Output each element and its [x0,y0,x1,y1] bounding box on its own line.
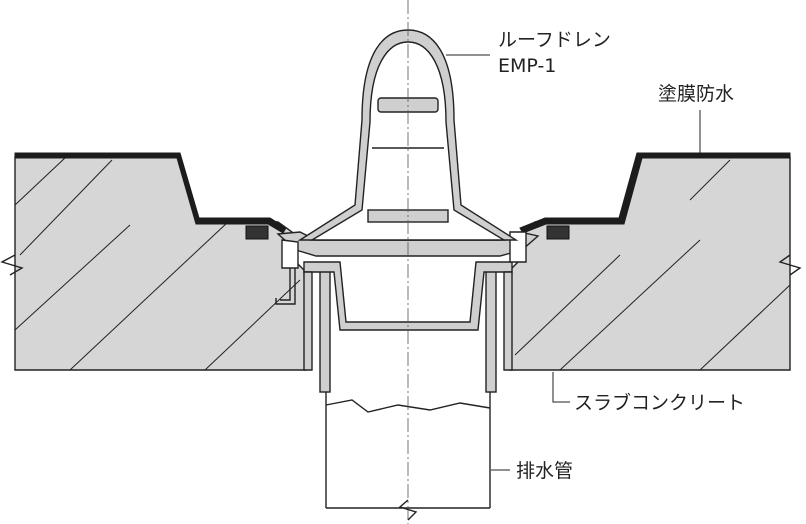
drain-sleeve [303,261,513,371]
slab-concrete-right [509,156,791,371]
pipe-break-mark [398,499,418,521]
slab-break-marks [0,254,802,276]
drain-pipe [319,269,497,509]
leader-lines [446,54,701,471]
label-model: EMP-1 [498,55,556,77]
sealant-left [245,225,269,240]
slab-concrete-left [14,156,307,371]
label-roof-drain: ルーフドレン [498,29,611,51]
label-slab: スラブコンクリート [574,391,745,414]
sealant-right [546,225,570,240]
label-drain-pipe: 排水管 [516,460,573,482]
label-waterproofing: 塗膜防水 [658,82,734,105]
